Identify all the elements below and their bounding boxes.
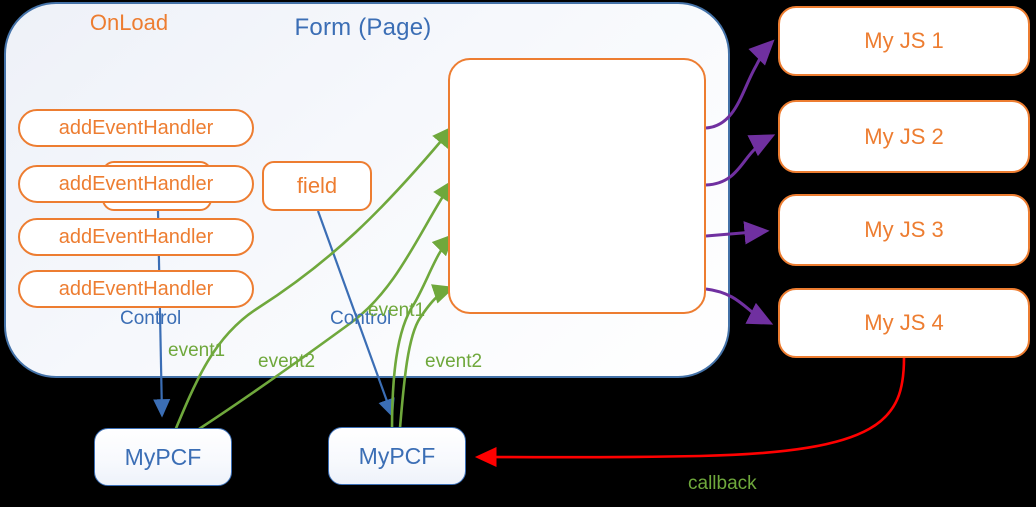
add-event-handler-2[interactable]: addEventHandler bbox=[18, 165, 254, 203]
js-module-4[interactable]: My JS 4 bbox=[778, 288, 1030, 358]
add-event-handler-2-label: addEventHandler bbox=[58, 172, 214, 195]
js-module-2[interactable]: My JS 2 bbox=[778, 100, 1030, 173]
edge-label-event2-b: event2 bbox=[425, 351, 483, 372]
js-module-1[interactable]: My JS 1 bbox=[778, 6, 1030, 76]
form-page-title: Form (Page) bbox=[294, 14, 432, 41]
js-module-1-label: My JS 1 bbox=[864, 28, 944, 53]
add-event-handler-3-label: addEventHandler bbox=[58, 225, 214, 248]
edge-label-callback: callback bbox=[688, 473, 757, 494]
field-box-2[interactable]: field bbox=[262, 161, 372, 211]
edge-label-event2-a: event2 bbox=[258, 351, 316, 372]
mypcf-control-1-label: MyPCF bbox=[124, 443, 202, 470]
edge-label-event1-b: event1 bbox=[368, 300, 426, 321]
add-event-handler-1-label: addEventHandler bbox=[58, 116, 214, 139]
add-event-handler-4[interactable]: addEventHandler bbox=[18, 270, 254, 308]
field-box-2-label: field bbox=[296, 173, 338, 198]
js-module-3[interactable]: My JS 3 bbox=[778, 194, 1030, 266]
js-module-2-label: My JS 2 bbox=[864, 123, 944, 149]
js-module-3-label: My JS 3 bbox=[864, 217, 944, 242]
add-event-handler-3[interactable]: addEventHandler bbox=[18, 218, 254, 256]
mypcf-control-1[interactable]: MyPCF bbox=[94, 428, 232, 486]
js-module-4-label: My JS 4 bbox=[864, 310, 944, 335]
add-event-handler-4-label: addEventHandler bbox=[58, 277, 214, 300]
edge-label-control-1: Control bbox=[120, 308, 182, 329]
mypcf-control-2-label: MyPCF bbox=[358, 442, 436, 469]
onload-title: OnLoad bbox=[89, 10, 169, 35]
edge-label-control-2: Control bbox=[330, 308, 392, 329]
add-event-handler-1[interactable]: addEventHandler bbox=[18, 109, 254, 147]
mypcf-control-2[interactable]: MyPCF bbox=[328, 427, 466, 485]
onload-container bbox=[448, 58, 706, 314]
edge-label-event1-a: event1 bbox=[168, 340, 226, 361]
